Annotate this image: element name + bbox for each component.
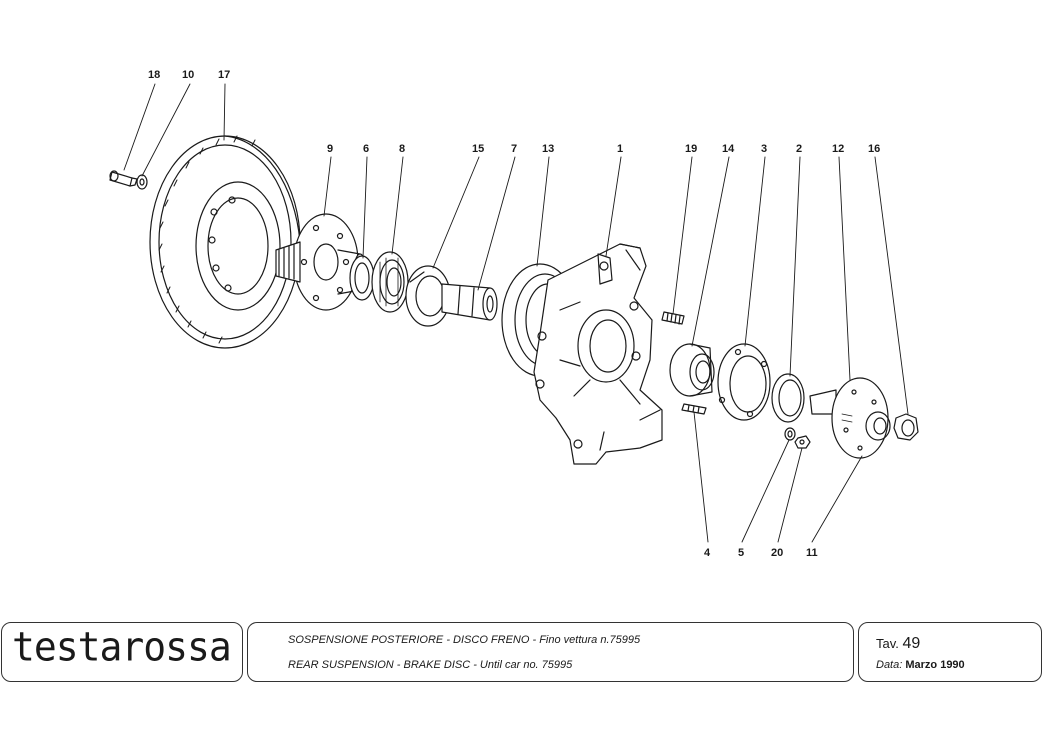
plate-number: 49 [902,635,921,652]
plate-label: Tav. [876,636,899,651]
plate-box: Tav. 49 Data: Marzo 1990 [858,622,1042,682]
title-english: REAR SUSPENSION - BRAKE DISC - Until car… [288,659,573,671]
logo-box: testarossa [1,622,243,682]
exploded-parts-diagram: 18 10 17 9 6 8 15 7 13 1 19 14 3 2 12 16… [109,69,919,559]
title-box: SOSPENSIONE POSTERIORE - DISCO FRENO - F… [247,622,854,682]
callout-17: 17 [218,69,230,81]
callout-9: 9 [327,143,333,155]
brand-logo: testarossa [12,623,232,671]
part-4-stud [681,403,707,415]
part-17-brake-disc [149,135,301,349]
callout-12: 12 [832,143,844,155]
part-18-bolt [109,170,138,187]
title-italian: SOSPENSIONE POSTERIORE - DISCO FRENO - F… [288,634,641,646]
callout-6: 6 [363,143,369,155]
part-3-cover [717,343,771,421]
callout-10: 10 [182,69,194,81]
part-10-washer [136,174,148,190]
callout-11: 11 [806,547,818,559]
callout-19: 19 [685,143,697,155]
part-9-hub [275,213,367,311]
callout-4: 4 [704,547,711,559]
callout-20: 20 [771,547,783,559]
part-6-ring [349,255,375,301]
part-12-flange [809,377,891,459]
leader-lines [123,83,909,543]
part-8-bearing [371,251,409,313]
part-2-seal [771,373,805,423]
callout-2: 2 [796,143,802,155]
callout-3: 3 [761,143,767,155]
callout-13: 13 [542,143,554,155]
date-value: Marzo 1990 [905,659,965,671]
part-14-bearing [669,343,715,397]
callout-5: 5 [738,547,744,559]
callout-1: 1 [617,143,623,155]
callout-15: 15 [472,143,484,155]
part-1-hub-carrier [533,243,663,465]
plate-line: Tav. 49 [876,635,920,653]
part-20-nut [794,435,811,449]
part-5-washer [784,427,796,441]
callout-16: 16 [868,143,880,155]
callout-18: 18 [148,69,160,81]
part-19-stud [661,311,685,325]
part-16-nut [893,413,919,441]
callout-8: 8 [399,143,405,155]
part-7-spacer [441,283,498,321]
date-line: Data: Marzo 1990 [876,659,965,671]
callout-14: 14 [722,143,735,155]
callout-7: 7 [511,143,517,155]
date-label: Data: [876,659,903,671]
